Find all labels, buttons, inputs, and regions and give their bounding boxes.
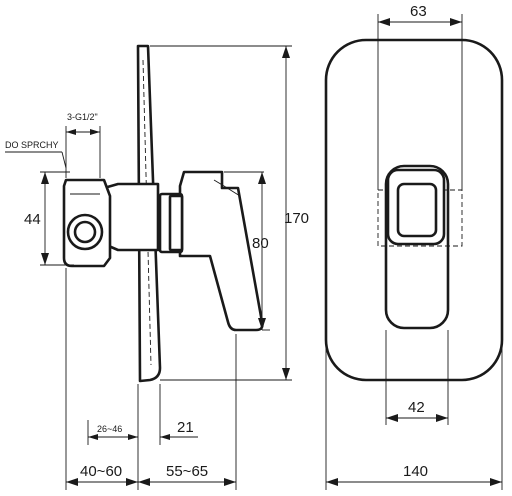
outlet-port-outer: [66, 213, 104, 251]
handle-slot: [384, 164, 450, 330]
dim-170-label: 170: [284, 210, 309, 227]
thread-label: 3-G1/2": [67, 112, 98, 122]
dim-63-label: 63: [410, 3, 427, 20]
dim-42-label: 42: [408, 399, 425, 416]
dim-40-60-label: 40~60: [80, 463, 122, 480]
handle-head-inner: [396, 182, 438, 238]
front-view: 63 42 140: [324, 3, 504, 490]
dim-40-60-arrow-left: [66, 478, 78, 486]
dim-140-label: 140: [403, 463, 428, 480]
handle-head-outer: [386, 168, 446, 246]
dim-55-65-arrow-left: [138, 478, 150, 486]
valve-body: [102, 182, 160, 252]
dim-44-arrow-top: [41, 172, 49, 184]
thread-arrow-right: [90, 129, 100, 135]
dim-63-arrow-right: [450, 18, 462, 26]
side-view: 170 80 44 DO SPRCHY 3-G1/2": [5, 44, 309, 490]
dim-55-65-arrow-right: [224, 478, 236, 486]
cover-plate-outline: [136, 44, 162, 383]
dim-21-arrow: [160, 434, 170, 440]
thread-arrow-left: [66, 129, 76, 135]
dim-80-arrow-bot: [258, 318, 266, 330]
dim-80-arrow-top: [258, 172, 266, 184]
dim-42-arrow-left: [386, 414, 398, 422]
dim-26-46-arrow-left: [88, 434, 98, 440]
dim-170-arrow-top: [282, 46, 290, 58]
outlet-label: DO SPRCHY: [5, 140, 59, 150]
dim-170-arrow-bot: [282, 368, 290, 380]
dim-40-60-arrow-right: [126, 478, 138, 486]
dim-21-label: 21: [177, 419, 194, 436]
outlet-label-leader: [61, 151, 67, 169]
lever-handle-outline: [178, 170, 264, 332]
dim-42-arrow-right: [436, 414, 448, 422]
front-plate-outline: [324, 38, 504, 382]
valve-body-ring-2: [168, 194, 184, 252]
dim-55-65-label: 55~65: [166, 463, 208, 480]
dim-26-46-arrow-right: [128, 434, 138, 440]
dim-26-46-label: 26~46: [97, 424, 122, 434]
dim-63-arrow-left: [378, 18, 390, 26]
dim-140-arrow-right: [490, 478, 502, 486]
dim-140-arrow-left: [326, 478, 338, 486]
outlet-port-inner: [73, 220, 97, 244]
dim-44-label: 44: [24, 211, 41, 228]
dim-44-arrow-bot: [41, 253, 49, 265]
lever-handle-inner: [213, 179, 241, 197]
dim-80-label: 80: [252, 235, 269, 252]
